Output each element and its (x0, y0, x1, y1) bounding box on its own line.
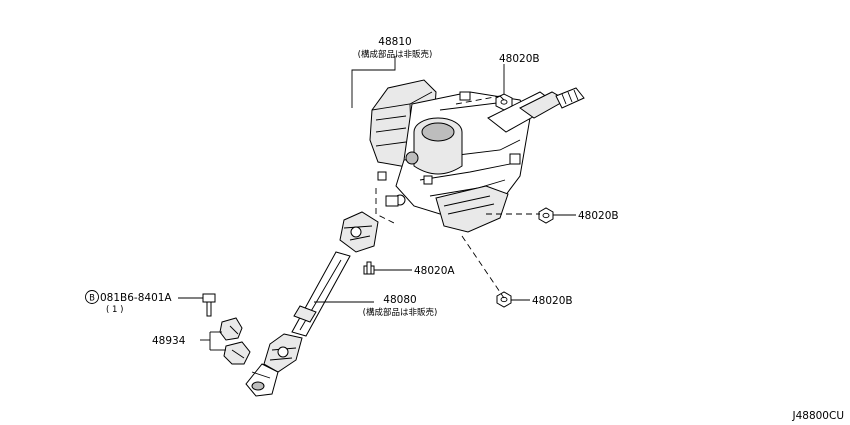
label-48020a: 48020A (414, 265, 455, 277)
label-48934: 48934 (152, 335, 186, 347)
nut-middle[interactable] (538, 207, 554, 224)
intermediate-shaft-assembly[interactable] (245, 211, 379, 397)
steering-column-assembly[interactable] (369, 79, 585, 233)
label-48080: 48080 (383, 294, 416, 306)
joint-cover[interactable] (219, 317, 251, 365)
label-48080-note: (構成部品は非販売) (363, 307, 438, 318)
label-081b6-8401a: 081B6-8401A (100, 292, 172, 304)
label-48020b-top: 48020B (499, 53, 540, 65)
label-48810: 48810 (378, 36, 411, 48)
label-081b6-qty: ( 1 ) (106, 305, 123, 315)
leader-lines (178, 56, 576, 351)
label-48020b-bottom: 48020B (532, 295, 573, 307)
svg-text:B: B (89, 294, 95, 304)
label-48810-note: (構成部品は非販売) (358, 49, 433, 60)
nut-bottom[interactable] (496, 291, 512, 308)
yoke-bolt[interactable] (202, 293, 216, 317)
bolt-symbol-b: B (85, 290, 99, 304)
label-48020b-middle: 48020B (578, 210, 619, 222)
bolt[interactable] (363, 261, 375, 275)
mounting-guide-lines (375, 95, 540, 299)
figure-code: J48800CU (791, 410, 844, 422)
